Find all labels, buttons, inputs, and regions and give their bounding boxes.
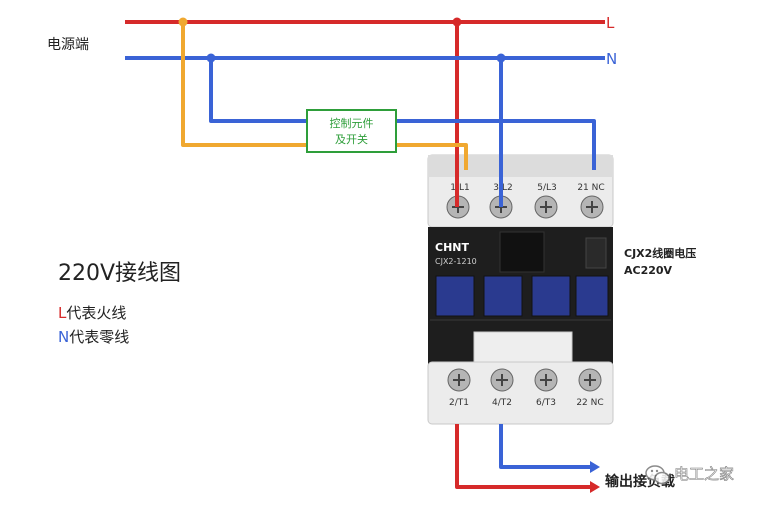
contact-window-1 (435, 275, 475, 317)
watermark-text: 电工之家 (674, 465, 734, 483)
side-slot (585, 237, 607, 269)
source-label: 电源端 (47, 37, 89, 53)
junction-dot-neutral-control (206, 53, 216, 63)
contact-window-2 (483, 275, 523, 317)
neutral-output-arrow (590, 461, 600, 473)
actuator-top (499, 231, 545, 273)
top-screw-3 (534, 195, 558, 219)
neutral-output-wire (499, 424, 590, 469)
top-terminal-label-3: 5/L3 (537, 183, 557, 193)
diagram-title: 220V接线图 (58, 261, 181, 286)
line-n-label: N (606, 50, 617, 68)
wires (125, 20, 605, 489)
line-l-label: L (606, 14, 615, 32)
legend-neutral-text: 代表零线 (69, 328, 129, 346)
junction-dot-neutral-contactor (496, 53, 506, 63)
bottom-screw-4 (578, 368, 602, 392)
contactor: 1/L1 3/L2 5/L3 21 NC 2/T1 4/T2 6/T3 22 N… (427, 154, 614, 425)
bottom-screw-3 (534, 368, 558, 392)
top-terminal-label-1: 1/L1 (450, 183, 470, 193)
legend-live: L代表火线 (58, 304, 126, 322)
coil-return-wire (396, 119, 596, 170)
control-box-line1: 控制元件 (330, 116, 374, 130)
neutral-control-wire (209, 58, 307, 123)
model-number: CJX2-1210 (435, 257, 477, 266)
live-output-arrow (590, 481, 600, 493)
bottom-screw-1 (447, 368, 471, 392)
control-box-line2: 及开关 (335, 132, 368, 146)
coil-voltage-line2: AC220V (624, 264, 673, 277)
top-terminal-label-4: 21 NC (577, 183, 604, 193)
bottom-terminal-label-1: 2/T1 (449, 398, 469, 408)
legend-live-text: 代表火线 (66, 304, 126, 322)
coil-voltage-line1: CJX2线圈电压 (624, 246, 696, 260)
contact-window-4 (575, 275, 609, 317)
legend-live-key: L (58, 304, 67, 322)
control-feed-wire (181, 22, 307, 147)
live-output-wire (455, 424, 590, 489)
watermark: 电工之家 (645, 465, 734, 485)
junction-dot-live-contactor (452, 17, 462, 27)
bottom-terminal-label-3: 6/T3 (536, 398, 556, 408)
bottom-screw-2 (490, 368, 514, 392)
contact-window-3 (531, 275, 571, 317)
legend-neutral: N代表零线 (58, 328, 129, 346)
wechat-icon (645, 465, 670, 485)
contactor-top-shadow (428, 155, 613, 177)
top-screw-4 (580, 195, 604, 219)
bottom-terminal-label-2: 4/T2 (492, 398, 512, 408)
junction-dot-live-control (178, 17, 188, 27)
actuator-bottom (473, 331, 573, 363)
control-element-box: 控制元件 及开关 (306, 109, 397, 153)
brand-logo: CHNT (435, 241, 469, 254)
legend-neutral-key: N (58, 328, 69, 346)
control-coil-wire (396, 143, 468, 170)
bottom-terminal-label-4: 22 NC (576, 398, 603, 408)
